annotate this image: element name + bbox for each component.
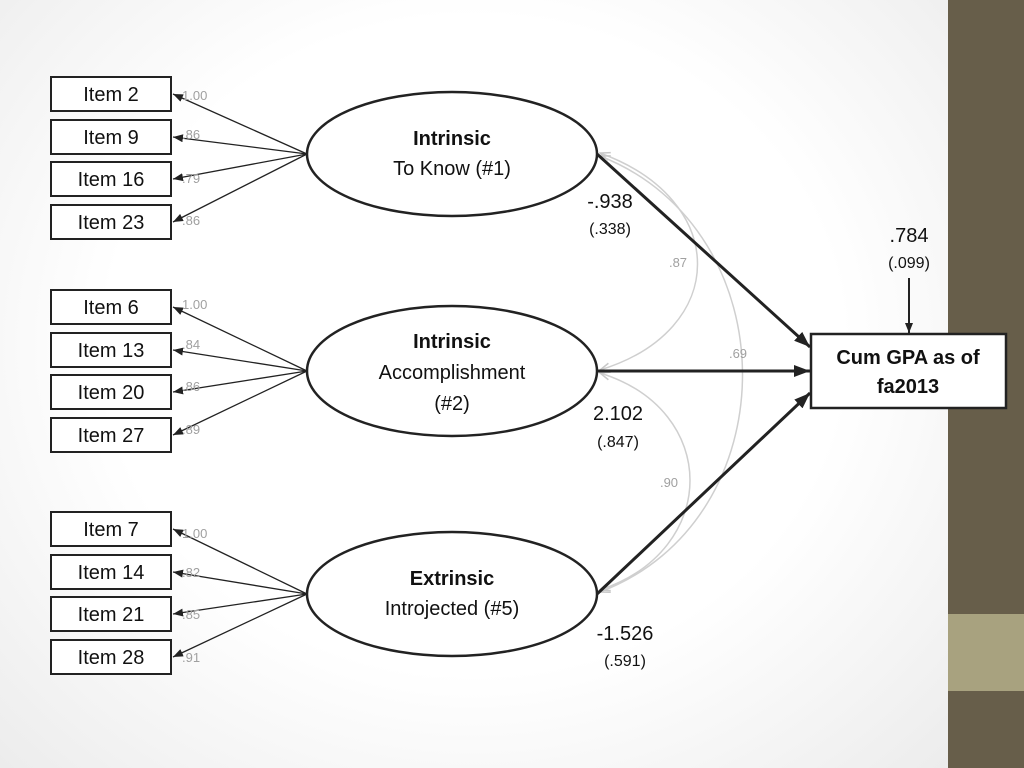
path-arrow-factor-1: [595, 152, 812, 349]
path-standard-error: (.847): [597, 434, 639, 451]
indicator-item-box: [50, 204, 172, 240]
indicator-item-label: Item 6: [83, 297, 139, 319]
loading-label: 1.00: [182, 88, 207, 103]
indicator-item-box: [50, 639, 172, 675]
latent-factor-subtitle: Accomplishment: [379, 362, 526, 384]
loading-label: 1.00: [182, 526, 207, 541]
indicator-item-label: Item 13: [78, 340, 145, 362]
path-arrow-factor-3: [595, 391, 812, 596]
indicator-item-label: Item 23: [78, 212, 145, 234]
loading-arrow: [172, 134, 308, 155]
outcome-box: [809, 332, 1008, 410]
indicator-item-box: [50, 119, 172, 155]
outcome-label: Cum GPA as of: [836, 347, 980, 369]
loading-label: .86: [182, 379, 200, 394]
loading-label: .86: [182, 127, 200, 142]
indicator-item-box: [50, 596, 172, 632]
indicator-item-label: Item 28: [78, 647, 145, 669]
loading-arrow: [172, 593, 308, 617]
path-coefficient: 2.102: [593, 403, 643, 425]
indicator-item-box: [50, 511, 172, 547]
side-band-accent-block: [948, 614, 1024, 691]
indicator-item-box: [50, 332, 172, 368]
latent-factor-title: Intrinsic: [413, 331, 491, 353]
indicator-item-box: [50, 76, 172, 112]
indicator-item-label: Item 9: [83, 127, 139, 149]
indicator-item-label: Item 14: [78, 562, 145, 584]
path-standard-error: (.591): [604, 653, 646, 670]
loading-arrow: [172, 306, 308, 372]
indicator-item-box: [50, 554, 172, 590]
loading-label: 1.00: [182, 297, 207, 312]
indicator-item-label: Item 20: [78, 382, 145, 404]
indicator-item-label: Item 7: [83, 519, 139, 541]
factor-group-intrinsic-to-know: Item 2 Item 9 Item 16 Item 23 1.00 .86 .…: [50, 76, 599, 240]
loading-arrow: [172, 153, 308, 223]
latent-factor-ellipse: [305, 90, 599, 218]
loading-arrow: [172, 569, 308, 595]
latent-factor-subtitle: Introjected (#5): [385, 598, 520, 620]
path-standard-error: (.338): [589, 221, 631, 238]
correlation-curve-1-2: [600, 153, 699, 370]
latent-factor-title: Intrinsic: [413, 128, 491, 150]
factor-group-intrinsic-accomplishment: Item 6 Item 13 Item 20 Item 27 1.00 .84 …: [50, 289, 599, 453]
path-coefficient: -1.526: [597, 623, 654, 645]
loading-label: .82: [182, 565, 200, 580]
loading-label: .85: [182, 607, 200, 622]
correlation-curve-2-3: [600, 373, 691, 590]
loading-arrow: [172, 528, 308, 595]
correlation-curve-1-3: [600, 156, 744, 592]
indicator-item-label: Item 2: [83, 84, 139, 106]
factor-group-extrinsic-introjected: Item 7 Item 14 Item 21 Item 28 1.00 .82 …: [50, 511, 599, 675]
indicator-item-label: Item 21: [78, 604, 145, 626]
outcome-group: .784 (.099) Cum GPA as of fa2013: [809, 225, 1008, 410]
loading-arrow: [172, 347, 308, 372]
indicator-item-box: [50, 161, 172, 197]
loading-label: .86: [182, 213, 200, 228]
loading-label: .79: [182, 171, 200, 186]
indicator-item-box: [50, 417, 172, 453]
latent-factor-ellipse: [305, 530, 599, 658]
correlation-label: .87: [669, 255, 687, 270]
loading-arrow: [172, 153, 308, 182]
latent-factor-subtitle: To Know (#1): [393, 158, 511, 180]
indicator-item-label: Item 27: [78, 425, 145, 447]
indicator-item-box: [50, 374, 172, 410]
correlation-label: .69: [729, 346, 747, 361]
factor-correlations: .87 .69 .90: [600, 153, 747, 592]
structural-paths: -.938 (.338) 2.102 (.847) -1.526 (.591): [587, 152, 812, 670]
loading-label: .89: [182, 422, 200, 437]
path-coefficient: -.938: [587, 191, 633, 213]
loading-arrow: [172, 93, 308, 155]
loading-label: .91: [182, 650, 200, 665]
indicator-item-label: Item 16: [78, 169, 145, 191]
outcome-label: fa2013: [877, 376, 939, 398]
residual-standard-error: (.099): [888, 255, 930, 272]
latent-factor-subtitle: (#2): [434, 393, 470, 415]
loading-label: .84: [182, 337, 200, 352]
loading-arrow: [172, 370, 308, 436]
indicator-item-box: [50, 289, 172, 325]
loading-arrow: [172, 593, 308, 658]
loading-arrow: [172, 370, 308, 395]
latent-factor-title: Extrinsic: [410, 568, 494, 590]
correlation-label: .90: [660, 475, 678, 490]
residual-value: .784: [890, 225, 929, 247]
